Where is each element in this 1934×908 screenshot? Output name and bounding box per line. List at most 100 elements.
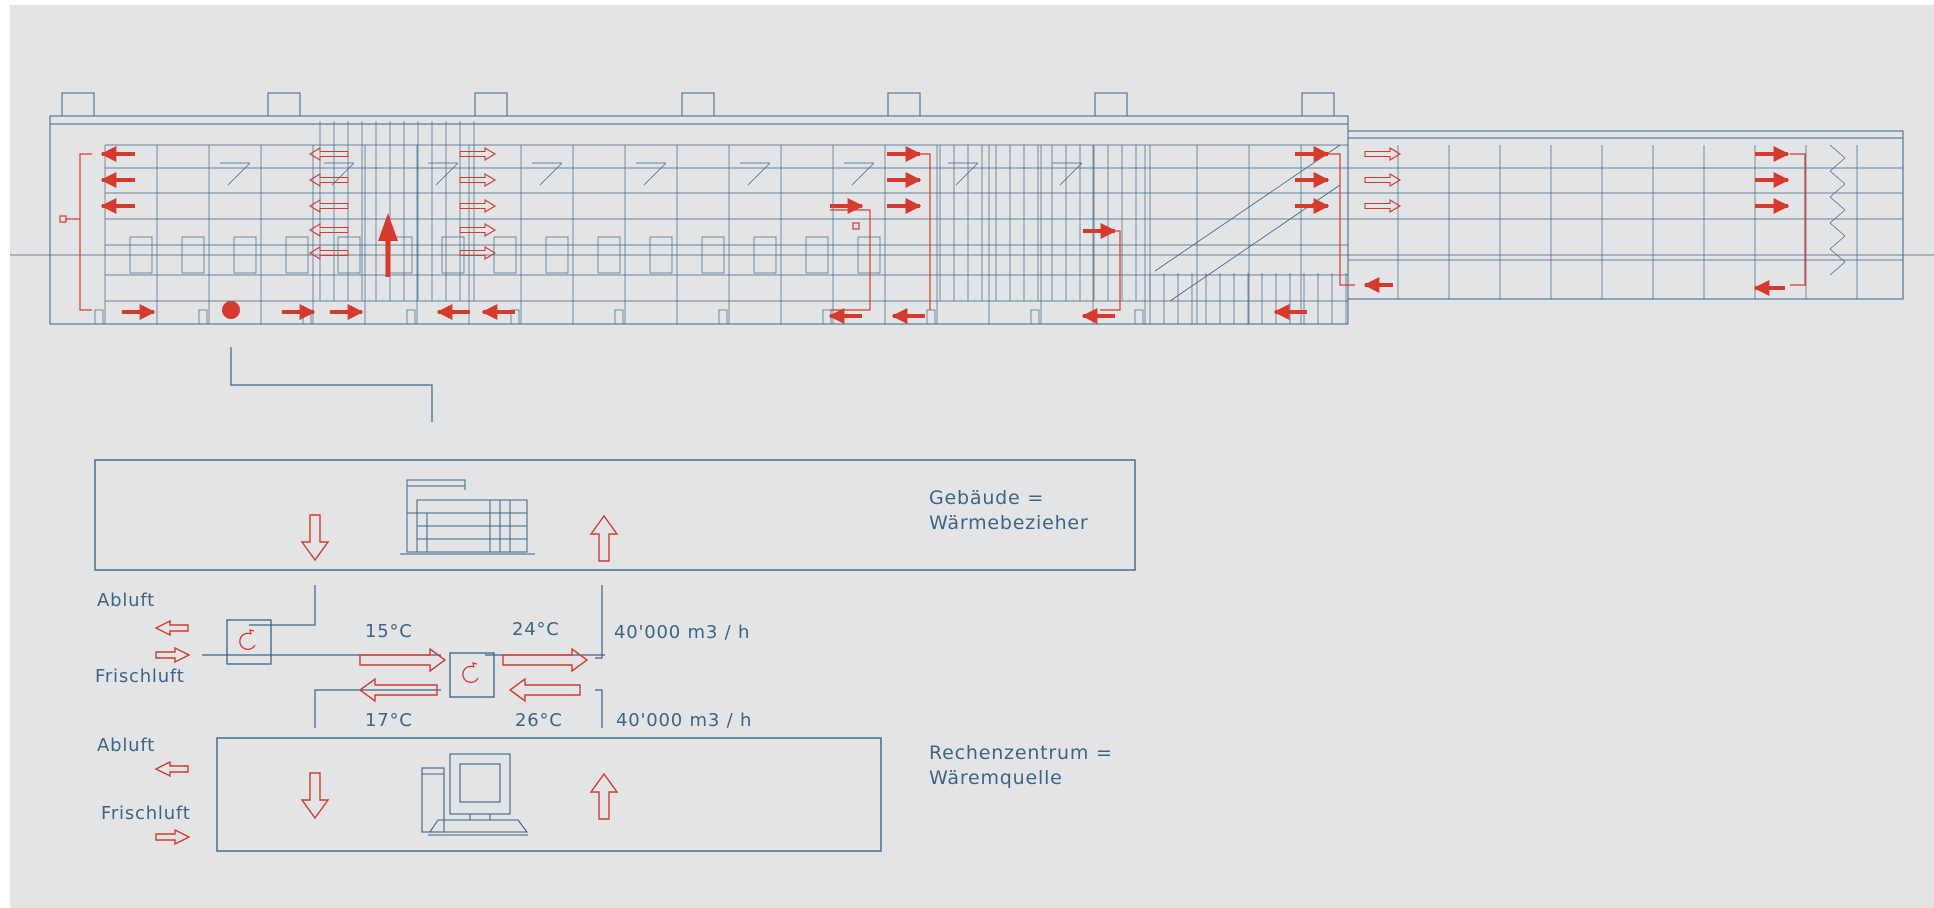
hollow-flow-arrow: [308, 246, 349, 260]
grid-line: [331, 162, 355, 186]
temp-supply-out: 24°C: [512, 619, 560, 640]
annex-outline: [1347, 130, 1904, 300]
flow-rate-top: 40'000 m3 / h: [614, 622, 750, 643]
grid-line: [955, 162, 979, 186]
arrow-up-datacenter: [589, 772, 619, 820]
base-post: [406, 309, 416, 325]
building-title-line2: Wärmebezieher: [929, 512, 1089, 534]
hollow-flow-arrow: [459, 199, 497, 213]
temp-return-out: 17°C: [365, 710, 413, 731]
building-grid: [94, 121, 1903, 325]
hollow-flow-arrow: [308, 147, 349, 161]
grid-line: [1829, 183, 1846, 198]
roof-bump: [474, 92, 508, 117]
roof-bump: [61, 92, 95, 117]
window-box: [805, 236, 829, 274]
hollow-flow-arrow: [308, 173, 349, 187]
grid-line: [1829, 209, 1846, 224]
building-outline: [49, 115, 1349, 325]
arrow-supply-in: [359, 647, 447, 673]
roof-bump: [681, 92, 715, 117]
stairwell-up-arrow: [378, 213, 398, 277]
roof-bump: [887, 92, 921, 117]
grid-line: [747, 162, 771, 186]
grid-line: [1829, 157, 1846, 172]
building-title-line1: Gebäude =: [929, 487, 1044, 509]
arrow-up-building: [589, 514, 619, 562]
base-post: [1030, 309, 1040, 325]
grid-line: [227, 162, 251, 186]
roof-bump: [1301, 92, 1335, 117]
exhaust-bottom-label: Abluft: [97, 735, 155, 756]
base-post: [1134, 309, 1144, 325]
grid-line: [1829, 144, 1846, 159]
base-post: [198, 309, 208, 325]
location-marker-dot: [222, 301, 240, 319]
grid-line: [1829, 170, 1846, 185]
base-post: [822, 309, 832, 325]
window-box: [545, 236, 569, 274]
grid-line: [539, 162, 563, 186]
rotary-heat-exchanger-icon: [226, 619, 495, 698]
building-box: [94, 459, 1136, 571]
base-post: [926, 309, 936, 325]
grid-line: [435, 162, 459, 186]
arrow-fresh-bottom: [155, 828, 191, 846]
hollow-flow-arrow: [1364, 147, 1402, 161]
hollow-flow-arrow: [308, 223, 349, 237]
schematic-arrows: [154, 514, 619, 846]
fresh-top-label: Frischluft: [95, 666, 185, 687]
ventilation-diagram: Gebäude = Wärmebezieher Rechenzentrum = …: [10, 92, 1934, 852]
hollow-flow-arrow: [1364, 173, 1402, 187]
hollow-flow-arrow: [1364, 199, 1402, 213]
hollow-flow-arrow: [308, 199, 349, 213]
grid-line: [1154, 144, 1341, 272]
arrow-supply-out: [502, 647, 589, 673]
window-box: [181, 236, 205, 274]
arrow-down-building: [300, 514, 330, 562]
hollow-flow-arrow: [459, 246, 497, 260]
arrow-return-out: [358, 677, 438, 703]
grid-line: [643, 162, 667, 186]
grid-line: [1829, 222, 1846, 237]
window-box: [493, 236, 517, 274]
diagram-canvas: Gebäude = Wärmebezieher Rechenzentrum = …: [10, 5, 1934, 908]
window-box: [753, 236, 777, 274]
grid-line: [1829, 248, 1846, 263]
datacenter-title-line1: Rechenzentrum =: [929, 742, 1113, 764]
temp-return-in: 26°C: [515, 710, 563, 731]
hollow-flow-arrow: [459, 147, 497, 161]
window-box: [233, 236, 257, 274]
schematic-ducts: [202, 585, 605, 728]
grid-line: [1829, 235, 1846, 250]
exhaust-top-label: Abluft: [97, 590, 155, 611]
window-box: [285, 236, 309, 274]
grid-line: [1829, 261, 1846, 276]
base-post: [718, 309, 728, 325]
datacenter-box: [216, 737, 882, 852]
arrow-return-in: [508, 677, 581, 703]
connector-line: [230, 347, 433, 422]
hollow-flow-arrow: [459, 173, 497, 187]
arrow-fresh-top: [155, 646, 191, 664]
arrow-down-datacenter: [300, 772, 330, 820]
arrow-exhaust-top: [154, 619, 189, 637]
flow-rate-bottom: 40'000 m3 / h: [616, 710, 752, 731]
window-box: [597, 236, 621, 274]
window-box: [701, 236, 725, 274]
arrow-exhaust-bottom: [154, 760, 189, 778]
base-post: [94, 309, 104, 325]
hollow-flow-arrow: [459, 223, 497, 237]
building-section-drawing: [10, 92, 1934, 325]
grid-line: [1059, 162, 1083, 186]
window-box: [857, 236, 881, 274]
air-flow-arrows: [100, 146, 1790, 324]
base-post: [614, 309, 624, 325]
roof-bump: [267, 92, 301, 117]
grid-line: [1829, 196, 1846, 211]
window-box: [129, 236, 153, 274]
duct-lines: [59, 153, 1806, 311]
window-box: [649, 236, 673, 274]
computer-icon: [421, 753, 529, 836]
datacenter-title-line2: Wäremquelle: [929, 767, 1063, 789]
